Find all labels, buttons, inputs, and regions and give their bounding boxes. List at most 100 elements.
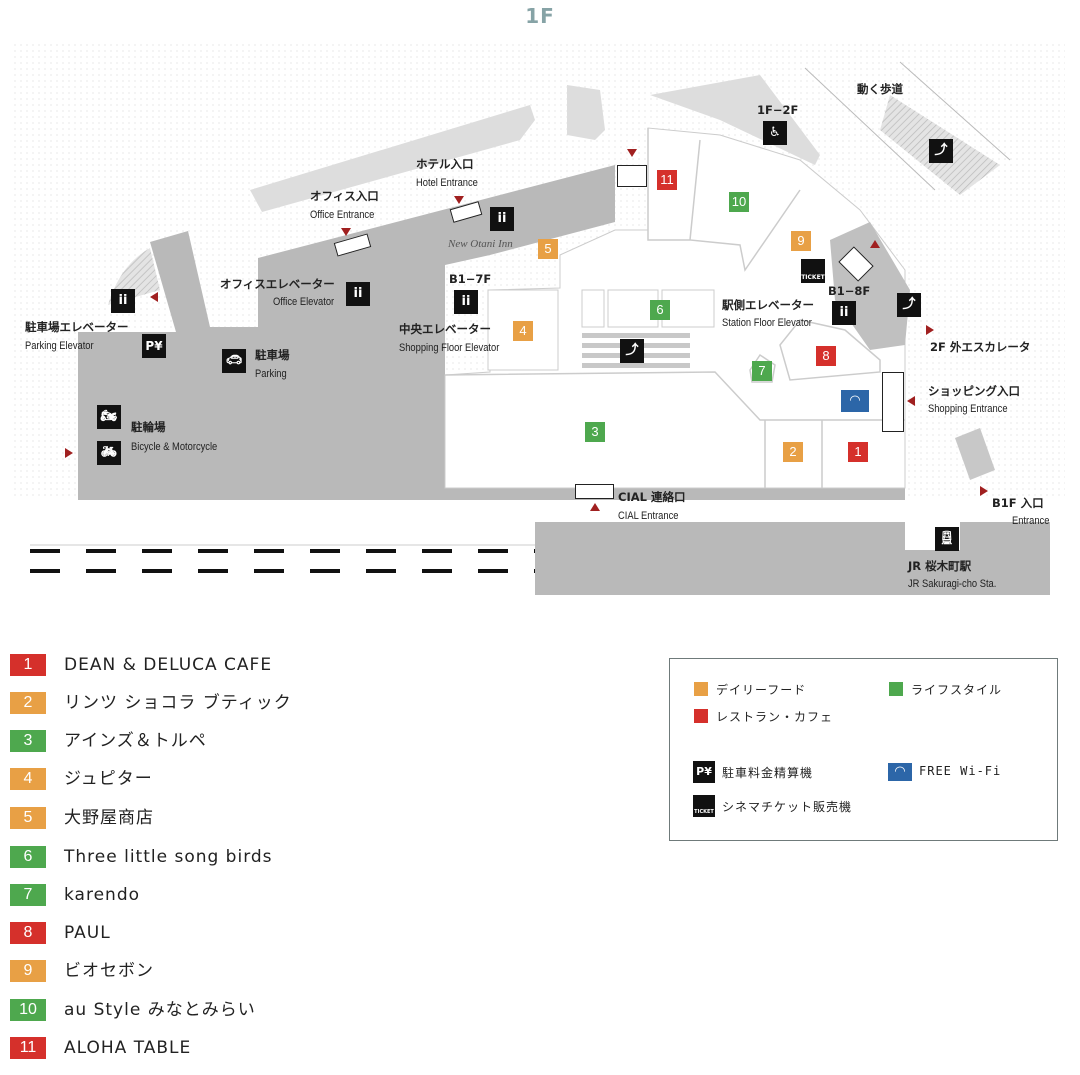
cial-entrance-door (575, 484, 614, 499)
shop-marker-11[interactable]: 11 (657, 170, 677, 190)
shop-marker-4[interactable]: 4 (513, 321, 533, 341)
shop-name: 大野屋商店 (64, 808, 154, 828)
parking-area (78, 165, 905, 500)
floors-label: B1−7F (449, 272, 492, 286)
entrance-arrow-icon (980, 486, 988, 496)
station-elevator-label-jp: 駅側エレベーター (722, 298, 814, 312)
elevator-icon: ii (832, 301, 856, 325)
cial-entrance-label-en: CIAL Entrance (618, 510, 679, 522)
escalator-icon: ⤴ (620, 339, 644, 363)
cial-entrance-label-jp: CIAL 連絡口 (618, 490, 686, 504)
shop-marker-3[interactable]: 3 (585, 422, 605, 442)
entrance-arrow-icon (870, 240, 880, 248)
wifi-icon: ◠ (841, 390, 869, 412)
entrance-arrow-icon (65, 448, 73, 458)
shop-marker-7[interactable]: 7 (752, 361, 772, 381)
central-elevator-label-jp: 中央エレベーター (399, 322, 491, 336)
station-elevator-label-en: Station Floor Elevator (722, 317, 812, 329)
legend-parking-payment: 駐車料金精算機 (722, 766, 814, 780)
shop-name: ALOHA TABLE (64, 1038, 192, 1058)
b1f-entrance-label-en: Entrance (1012, 515, 1050, 527)
shop-name: アインズ＆トルペ (64, 731, 207, 751)
shop-name: PAUL (64, 923, 111, 943)
central-elevator-label-en: Shopping Floor Elevator (399, 342, 500, 354)
station-area (535, 522, 1050, 595)
shop-number-badge: 5 (10, 807, 46, 829)
elevator-icon: ii (346, 282, 370, 306)
elevator-icon: ii (454, 290, 478, 314)
legend-cinema-ticket: シネマチケット販売機 (722, 800, 853, 814)
cinema-ticket-icon: TICKET (801, 259, 825, 283)
shop-name: リンツ ショコラ ブティック (64, 693, 292, 713)
shop-number-badge: 10 (10, 999, 46, 1021)
shop-number-badge: 3 (10, 730, 46, 752)
shop-marker-1[interactable]: 1 (848, 442, 868, 462)
entrance-arrow-icon (907, 396, 915, 406)
parking-car-icon: 🚗︎ (222, 349, 246, 373)
legend-lifestyle: ライフスタイル (911, 683, 1003, 697)
hotel-entrance-label-en: Hotel Entrance (416, 177, 478, 189)
legend-restaurant-cafe: レストラン・カフェ (716, 710, 834, 724)
entrance-arrow-icon (926, 325, 934, 335)
hotel-name-label: New Otani Inn (448, 238, 513, 250)
shop-number-badge: 8 (10, 922, 46, 944)
shop-number-badge: 2 (10, 692, 46, 714)
shop-marker-8[interactable]: 8 (816, 346, 836, 366)
entrance-arrow-icon (590, 503, 600, 511)
shop-name: ジュピター (64, 769, 153, 789)
accessible-elevator-icon: ♿ (763, 121, 787, 145)
lifestyle-swatch (889, 682, 903, 696)
shop-name: karendo (64, 885, 141, 905)
shop-number-badge: 9 (10, 960, 46, 982)
shop-marker-9[interactable]: 9 (791, 231, 811, 251)
walkway-shape (250, 105, 535, 212)
parking-elevator-label-jp: 駐車場エレベーター (25, 320, 129, 334)
shop-marker-2[interactable]: 2 (783, 442, 803, 462)
floor-map (12, 42, 1065, 595)
floors-label: B1−8F (828, 284, 871, 298)
escalator-icon: ⤴ (929, 139, 953, 163)
shop-number-badge: 7 (10, 884, 46, 906)
shop-name: Three little song birds (64, 847, 273, 867)
parking-payment-icon: P¥ (142, 334, 166, 358)
office-entrance-label-en: Office Entrance (310, 209, 375, 221)
parking-label-jp: 駐車場 (255, 348, 290, 362)
shop-name: DEAN & DELUCA CAFE (64, 655, 273, 675)
shop-number-badge: 6 (10, 846, 46, 868)
office-elevator-label-jp: オフィスエレベーター (220, 277, 335, 291)
shopping-entrance-label-en: Shopping Entrance (928, 403, 1008, 415)
shop-number-badge: 4 (10, 768, 46, 790)
shop-name: ビオセボン (64, 961, 154, 981)
entrance-door (617, 165, 647, 187)
shop-name: au Style みなとみらい (64, 1000, 256, 1020)
entrance-arrow-icon (627, 149, 637, 157)
shopping-entrance-label-jp: ショッピング入口 (928, 384, 1020, 398)
daily-food-swatch (694, 682, 708, 696)
shop-marker-10[interactable]: 10 (729, 192, 749, 212)
parking-payment-icon: P¥ (693, 761, 715, 783)
elevator-icon: ii (490, 207, 514, 231)
motorcycle-icon: 🏍︎ (97, 405, 121, 429)
bicycle-parking-label-jp: 駐輪場 (131, 420, 166, 434)
shop-number-badge: 11 (10, 1037, 46, 1059)
shop-marker-6[interactable]: 6 (650, 300, 670, 320)
cinema-ticket-icon: TICKET (693, 795, 715, 817)
bicycle-icon: 🚲︎ (97, 441, 121, 465)
parking-elevator-label-en: Parking Elevator (25, 340, 94, 352)
b1f-entrance-label-jp: B1F 入口 (992, 496, 1044, 510)
entrance-arrow-icon (150, 292, 158, 302)
office-entrance-label-jp: オフィス入口 (310, 189, 379, 203)
office-elevator-label-en: Office Elevator (273, 296, 335, 308)
shop-marker-5[interactable]: 5 (538, 239, 558, 259)
legend-box: デイリーフード ライフスタイル レストラン・カフェ P¥ 駐車料金精算機 ◠ F… (669, 658, 1058, 841)
train-icon: 🚆︎ (935, 527, 959, 551)
legend-daily-food: デイリーフード (716, 683, 807, 697)
shop-number-badge: 1 (10, 654, 46, 676)
legend-free-wifi: FREE Wi-Fi (919, 764, 1002, 778)
parking-label-en: Parking (255, 368, 287, 380)
station-label-jp: JR 桜木町駅 (908, 559, 972, 573)
elevator-icon: ii (111, 289, 135, 313)
escalator-icon: ⤴ (897, 293, 921, 317)
entrance-arrow-icon (454, 196, 464, 204)
entrance-arrow-icon (341, 228, 351, 236)
